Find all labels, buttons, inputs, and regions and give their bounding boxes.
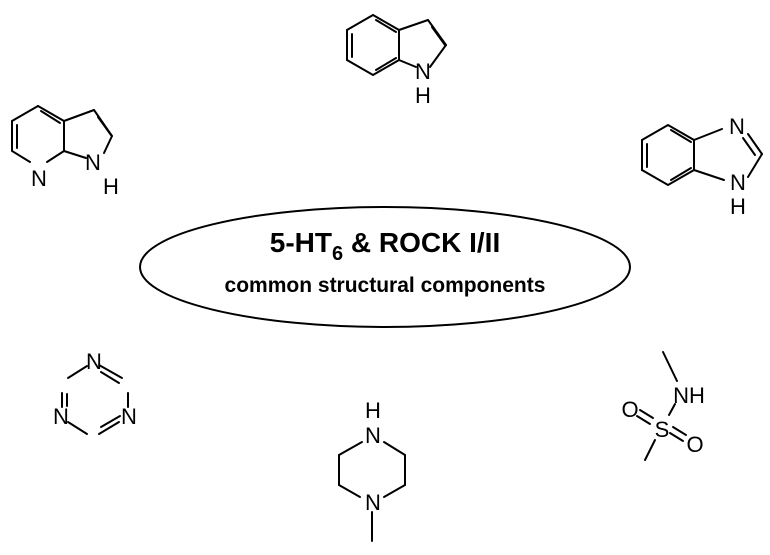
N-methylpiperazine-structure: H N N [338, 398, 406, 542]
atom-N: N [729, 114, 745, 139]
atom-N: N [53, 404, 69, 429]
atom-N: N [365, 423, 381, 448]
atom-N: N [31, 166, 47, 191]
atom-NH: NH [673, 383, 705, 408]
atom-N: N [415, 59, 431, 84]
atom-N: N [85, 150, 101, 175]
center-title: 5-HT6 & ROCK I/II [270, 227, 500, 265]
atom-N: N [730, 170, 746, 195]
atom-N: N [86, 349, 102, 374]
atom-H: H [415, 83, 431, 108]
7-azaindole-structure: N N H [11, 105, 119, 199]
1,3,5-triazine-structure: N N N [53, 349, 137, 435]
atom-N: N [365, 490, 381, 515]
atom-H: H [365, 398, 381, 423]
atom-O: O [686, 432, 703, 457]
center-ellipse [139, 206, 631, 328]
N-methyl-methanesulfonamide-structure: NH S O O [621, 351, 705, 461]
center-subtitle: common structural components [225, 274, 546, 297]
atom-H: H [103, 174, 119, 199]
benzimidazole-structure: N N H [641, 114, 763, 219]
atom-H: H [730, 194, 746, 219]
indole-structure: N H [346, 14, 447, 108]
atom-O: O [621, 397, 638, 422]
atom-N: N [121, 404, 137, 429]
atom-S: S [655, 417, 670, 442]
